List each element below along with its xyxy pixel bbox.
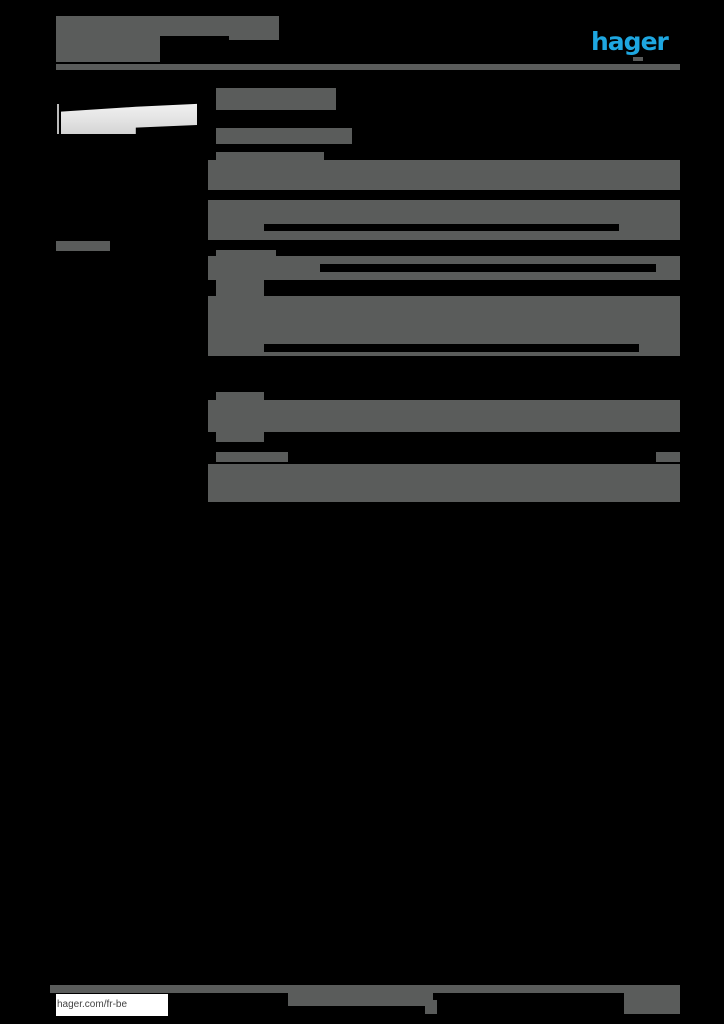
product-image-edge: [57, 104, 59, 134]
section-4-block: [208, 400, 680, 432]
section-5-block: [208, 464, 680, 502]
sidebar-label: [redacted]: [56, 241, 110, 251]
footer-center: [redacted]: [288, 992, 433, 1006]
section-2-sub: [216, 280, 264, 296]
product-subheading: [redacted subheading]: [216, 128, 352, 144]
footer-rule: [50, 985, 680, 993]
footer-center-tail: [425, 1000, 437, 1014]
page-number: [redacted]: [624, 990, 680, 1014]
section-2-label: [216, 250, 276, 260]
section-1-divider: [264, 224, 619, 231]
document-title: [redacted product title]: [56, 16, 229, 36]
footnote-left: [redacted]: [216, 452, 288, 462]
hager-logo: hager: [591, 27, 669, 56]
document-title-part: [229, 16, 279, 40]
product-heading: [redacted heading]: [216, 88, 336, 110]
header-rule: [56, 64, 680, 70]
footnote-right: [redacted]: [656, 452, 680, 462]
section-3-divider: [264, 344, 639, 352]
product-image: [61, 103, 197, 134]
section-1-label: [redacted]: [216, 152, 324, 162]
section-1-block: [208, 160, 680, 190]
section-1-block-b: [208, 200, 680, 240]
website-link[interactable]: hager.com/fr-be: [56, 994, 168, 1016]
document-subtitle: [redacted reference]: [56, 36, 160, 62]
section-2-divider: [320, 264, 656, 272]
logo-underline: [633, 57, 643, 61]
